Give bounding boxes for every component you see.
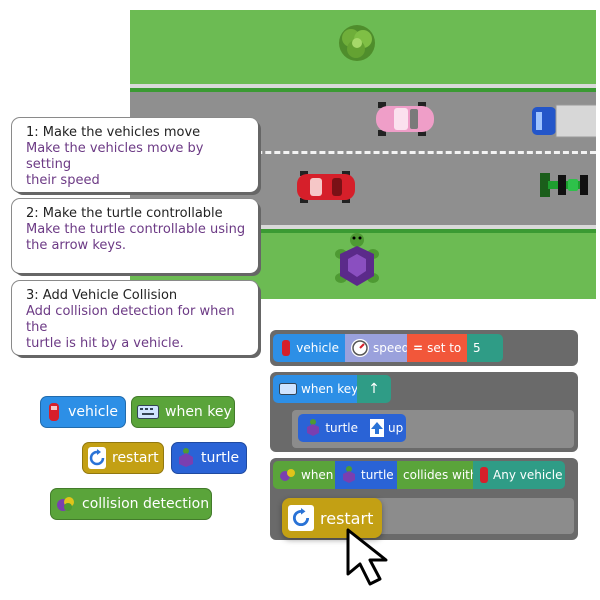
script-collides-with-block[interactable]: collides with: [397, 461, 477, 489]
script-set-to-block[interactable]: = set to: [407, 334, 467, 362]
script-when-label: when: [301, 468, 334, 482]
script-vehicle-label: vehicle: [296, 341, 339, 355]
script-turtle-label: turtle: [325, 421, 358, 435]
script-when-collision-block[interactable]: when: [273, 461, 335, 489]
vehicle-icon: [279, 339, 292, 357]
script-key-selector[interactable]: ↑: [357, 375, 391, 403]
collision-icon: [279, 466, 297, 484]
up-arrow-key-label: ↑: [368, 381, 380, 397]
equals-icon: =: [413, 341, 424, 355]
mouse-cursor-icon: [346, 528, 388, 586]
palette-when-key-label: when key: [165, 404, 232, 420]
lane-divider: [130, 151, 596, 154]
road-edge-bottom: [130, 225, 596, 229]
script-speed-block[interactable]: speed: [345, 334, 410, 362]
script-turtle-block[interactable]: turtle: [298, 414, 364, 442]
speedometer-icon: [351, 339, 369, 357]
palette-vehicle-block[interactable]: vehicle: [40, 396, 126, 428]
script-row-when-key: when key ↑ turtle up: [270, 372, 578, 452]
palette-restart-block[interactable]: restart: [82, 442, 164, 474]
instruction-title: 1: Make the vehicles move: [26, 125, 201, 140]
instruction-desc-line: their speed: [26, 173, 100, 188]
lettuce-icon: [339, 25, 375, 61]
vehicle-icon: [479, 466, 489, 484]
script-speed-value-text: 5: [473, 341, 481, 355]
palette-restart-label: restart: [112, 450, 159, 466]
dragged-restart-block[interactable]: restart: [282, 498, 382, 538]
turtle-icon: [335, 233, 379, 286]
script-row-set-speed: vehicle speed = set to 5: [270, 330, 578, 366]
palette-collision-detection-block[interactable]: collision detection: [50, 488, 212, 520]
pink-car-icon: [376, 102, 434, 136]
instruction-desc-line: Make the turtle controllable using: [26, 222, 246, 237]
restart-icon: [288, 505, 314, 531]
palette-collision-detection-label: collision detection: [82, 496, 210, 512]
palette-when-key-block[interactable]: when key: [131, 396, 235, 428]
instruction-card-2: 2: Make the turtle controllable Make the…: [12, 199, 258, 273]
blue-truck-icon: [532, 104, 596, 138]
restart-icon: [88, 447, 106, 469]
instruction-desc-line: turtle is hit by a vehicle.: [26, 336, 184, 351]
script-up-label: up: [388, 421, 404, 435]
turtle-icon: [177, 447, 195, 469]
instruction-desc-line: Add collision detection for when the: [26, 304, 235, 335]
dragged-restart-label: restart: [320, 508, 374, 528]
vehicle-icon: [46, 401, 62, 423]
script-set-to-label: set to: [427, 341, 462, 355]
keyboard-icon: [279, 380, 297, 398]
script-any-vehicle-selector[interactable]: Any vehicle: [473, 461, 565, 489]
script-speed-label: speed: [373, 341, 410, 355]
turtle-icon: [304, 419, 321, 437]
instruction-title: 3: Add Vehicle Collision: [26, 288, 178, 303]
script-speed-value[interactable]: 5: [467, 334, 503, 362]
script-any-vehicle-label: Any vehicle: [493, 468, 563, 482]
script-collision-turtle-label: turtle: [361, 468, 394, 482]
instruction-title: 2: Make the turtle controllable: [26, 206, 223, 221]
script-vehicle-block[interactable]: vehicle: [273, 334, 345, 362]
script-collision-turtle-block[interactable]: turtle: [335, 461, 397, 489]
instruction-desc-line: Make the vehicles move by setting: [26, 141, 204, 172]
script-up-block[interactable]: up: [364, 414, 406, 442]
instruction-card-3: 3: Add Vehicle Collision Add collision d…: [12, 281, 258, 355]
road-edge-top: [130, 84, 596, 88]
up-arrow-icon: [370, 419, 384, 437]
red-car-icon: [297, 171, 355, 203]
script-collides-with-label: collides with: [403, 468, 478, 482]
instruction-card-1: 1: Make the vehicles move Make the vehic…: [12, 118, 258, 192]
script-when-key-block[interactable]: when key: [273, 375, 359, 403]
palette-turtle-label: turtle: [201, 450, 240, 466]
turtle-icon: [341, 466, 357, 484]
collision-icon: [56, 493, 76, 515]
script-when-key-label: when key: [301, 382, 359, 396]
keyboard-icon: [137, 401, 159, 423]
palette-turtle-block[interactable]: turtle: [171, 442, 247, 474]
palette-vehicle-label: vehicle: [68, 404, 118, 420]
green-race-car-icon: [540, 173, 588, 197]
instruction-desc-line: the arrow keys.: [26, 238, 126, 253]
